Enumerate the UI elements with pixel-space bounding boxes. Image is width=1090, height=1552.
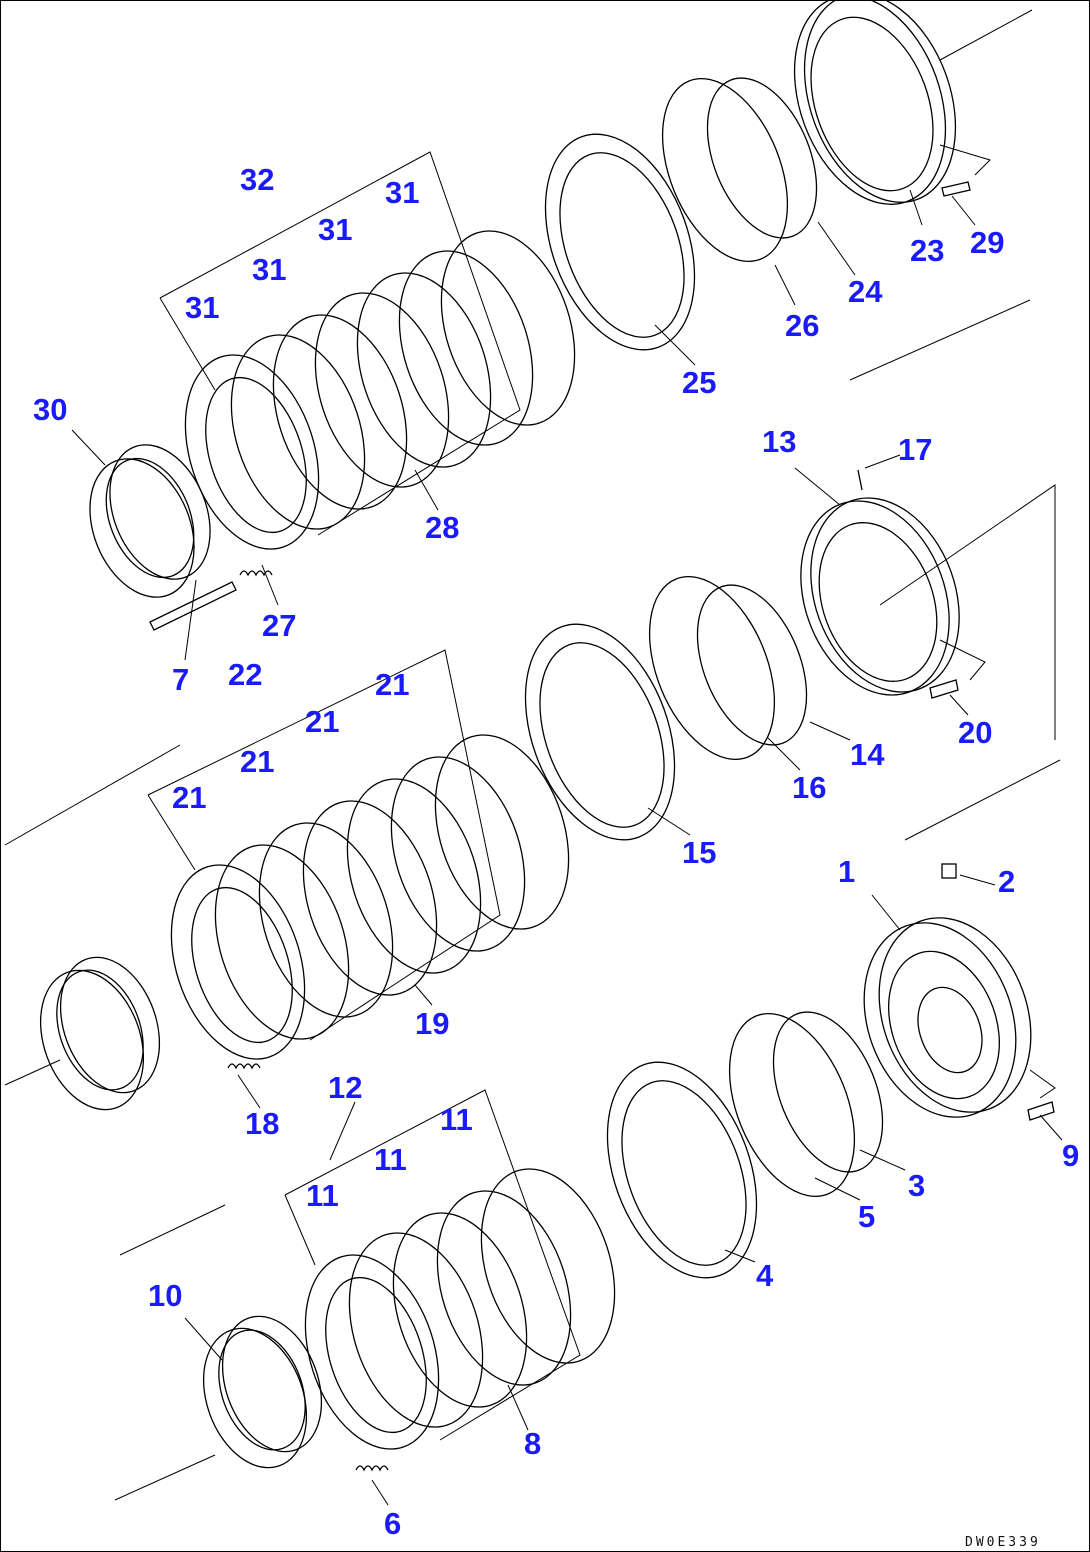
label-12: 12 <box>328 1070 362 1105</box>
part-7-shaft <box>149 581 237 631</box>
part-13-piston <box>800 497 960 696</box>
part-24-seal <box>706 77 818 239</box>
middle-clutch-pack <box>39 469 1056 1111</box>
label-11-a: 11 <box>306 1178 339 1213</box>
lower-clutch-pack <box>202 863 1056 1472</box>
label-22: 22 <box>228 657 262 692</box>
part-1-housing <box>863 917 1032 1118</box>
part-14-seal <box>696 584 808 746</box>
part-9-pin <box>1027 1101 1055 1121</box>
part-30-hub-ring <box>89 444 211 598</box>
part-17-pin <box>857 469 863 491</box>
lower-callout-bracket <box>284 1089 581 1441</box>
label-3: 3 <box>908 1168 925 1203</box>
part-2-plug <box>941 863 957 879</box>
label-24: 24 <box>848 274 883 309</box>
label-10: 10 <box>148 1278 182 1313</box>
part-20-pin <box>929 679 959 699</box>
label-9: 9 <box>1062 1138 1079 1173</box>
label-7: 7 <box>172 662 189 697</box>
label-14: 14 <box>850 737 885 772</box>
part-6-spring <box>355 1465 389 1472</box>
label-2: 2 <box>998 864 1015 899</box>
label-19: 19 <box>415 1006 449 1041</box>
part-15-end-plate <box>524 623 676 841</box>
label-11-b: 11 <box>374 1142 407 1177</box>
drawing-code: DW0E339 <box>965 1535 1041 1550</box>
label-16: 16 <box>792 770 826 805</box>
label-28: 28 <box>425 510 459 545</box>
label-18: 18 <box>245 1106 279 1141</box>
part-27-spring <box>239 570 273 577</box>
label-5: 5 <box>858 1199 875 1234</box>
part-26-seal <box>661 77 789 263</box>
label-30: 30 <box>33 392 67 427</box>
label-21-d: 21 <box>375 667 409 702</box>
label-1: 1 <box>838 854 855 889</box>
label-6: 6 <box>384 1506 401 1541</box>
label-4: 4 <box>756 1258 774 1293</box>
label-26: 26 <box>785 308 819 343</box>
label-31-d: 31 <box>385 175 419 210</box>
label-15: 15 <box>682 835 716 870</box>
label-31-c: 31 <box>318 212 352 247</box>
label-21-b: 21 <box>240 744 274 779</box>
part-10-hub-ring <box>202 1315 323 1469</box>
label-17: 17 <box>898 432 932 467</box>
part-25-end-plate <box>544 133 696 351</box>
part-5-seal <box>728 1012 856 1198</box>
part-4-end-plate <box>606 1061 758 1279</box>
middle-hub-ring <box>39 956 161 1111</box>
label-31-a: 31 <box>185 290 219 325</box>
part-8-11-12-discs <box>304 1168 616 1450</box>
label-29: 29 <box>970 225 1004 260</box>
label-11-c: 11 <box>440 1102 473 1137</box>
label-8: 8 <box>524 1426 541 1461</box>
part-28-31-32-discs <box>184 230 576 550</box>
label-21-c: 21 <box>305 704 339 739</box>
label-31-b: 31 <box>252 252 286 287</box>
label-21-a: 21 <box>172 780 206 815</box>
part-labels: 32 31 31 31 31 30 28 27 7 25 26 24 23 29… <box>33 162 1079 1541</box>
label-27: 27 <box>262 608 296 643</box>
part-18-spring <box>227 1063 261 1070</box>
middle-callout-bracket <box>147 649 501 1041</box>
part-16-seal <box>648 575 776 761</box>
label-13: 13 <box>762 424 796 459</box>
part-19-21-22-discs <box>170 734 570 1060</box>
part-23-piston <box>793 0 957 205</box>
label-23: 23 <box>910 233 944 268</box>
leader-lines <box>71 189 1063 1506</box>
upper-callout-bracket <box>159 151 521 536</box>
part-3-seal <box>772 1011 884 1173</box>
part-29-pin <box>941 181 971 197</box>
label-32: 32 <box>240 162 274 197</box>
centerlines <box>4 9 1061 1501</box>
upper-clutch-pack <box>89 0 991 631</box>
label-25: 25 <box>682 365 716 400</box>
label-20: 20 <box>958 715 992 750</box>
